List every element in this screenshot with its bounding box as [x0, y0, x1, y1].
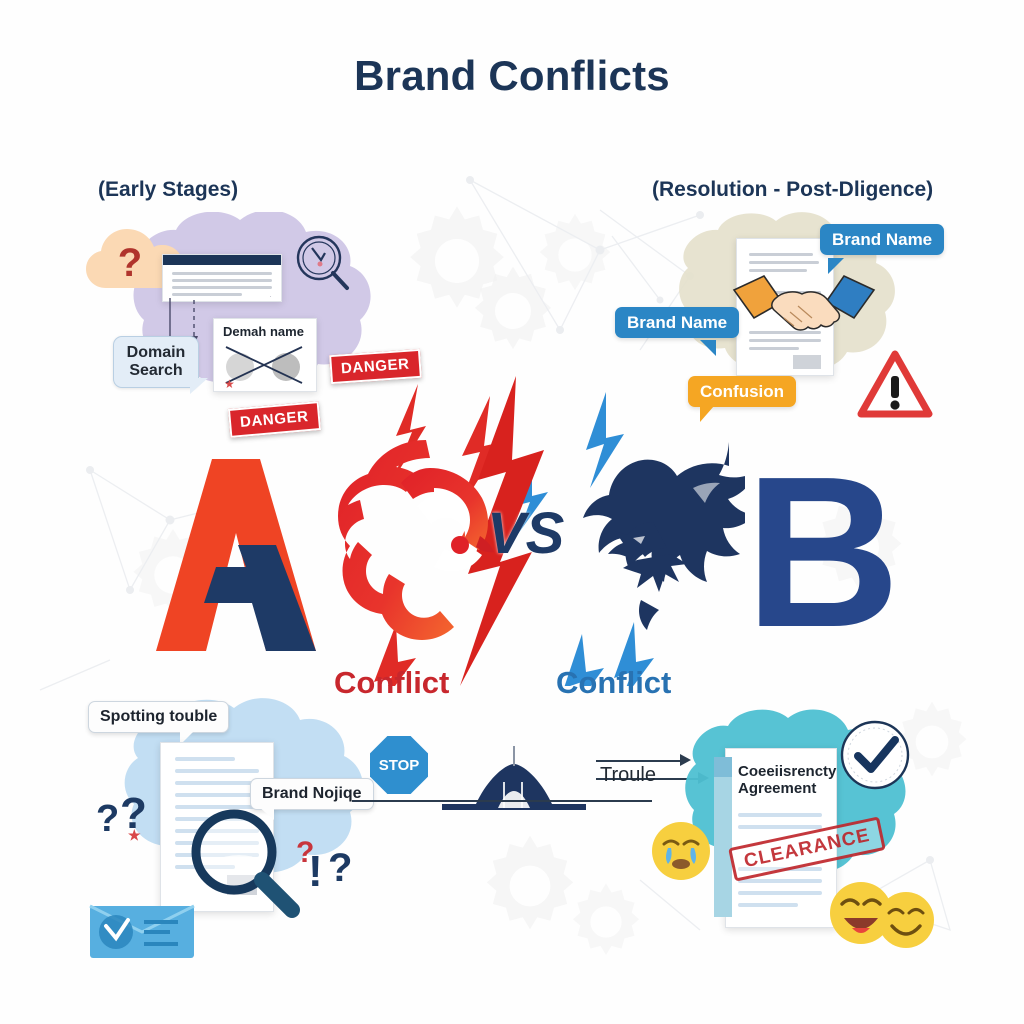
bubble-tail [700, 406, 714, 422]
brand-letter-b: B [745, 431, 900, 672]
grinning-face-emoji [830, 882, 892, 944]
question-mark-icon: ? [328, 846, 353, 890]
svg-text:?: ? [118, 241, 142, 285]
document-icon [162, 254, 282, 302]
section-header-right: (Resolution - Post-Dligence) [652, 178, 934, 201]
page-title: Brand Conflicts [354, 52, 670, 99]
question-mark-icon: ? [96, 798, 120, 840]
bubble-tail [180, 729, 196, 745]
bubble-label: Domain Search [126, 344, 186, 379]
conflict-label-left: Conflict [334, 665, 450, 700]
question-mark-icon: ? [296, 836, 315, 869]
gear-icon [572, 883, 640, 956]
bridge-icon [442, 746, 586, 810]
trouble-label: Troule [600, 764, 656, 786]
arrow-right-icon [680, 754, 691, 766]
eagle-mascot-icon [583, 442, 745, 630]
crying-face-emoji [652, 822, 710, 880]
bubble-tail [258, 806, 274, 820]
bubble-confusion[interactable]: Confusion [688, 376, 797, 408]
arrow-line [596, 778, 700, 780]
gear-icon [474, 266, 552, 350]
bubble-label: Spotting touble [100, 708, 218, 725]
card-title: Demah name [223, 324, 304, 339]
stop-label: STOP [378, 756, 420, 774]
bubble-label: Confusion [700, 382, 785, 401]
bubble-brand-name[interactable]: Brand Name [615, 307, 740, 339]
arrow-line [352, 800, 652, 802]
stop-sign-icon: STOP [370, 736, 428, 794]
gear-icon [410, 206, 504, 308]
handshake-icon [732, 274, 876, 331]
domain-name-card: Demah name ★ [213, 318, 317, 392]
star-icon: ★ [224, 377, 235, 391]
danger-label: DANGER [340, 355, 411, 378]
question-mark-icon: ? [120, 789, 147, 838]
brand-letter-a: A [156, 459, 316, 651]
question-cloud-icon: ? [86, 229, 182, 288]
conflict-label-right: Conflict [556, 665, 672, 700]
agreement-document: Coeeiisrencty Agreement [714, 748, 837, 928]
crossed-out-icon [225, 346, 303, 384]
smiling-face-emoji [878, 892, 934, 948]
document-icon [160, 742, 274, 912]
bubble-spotting-trouble[interactable]: Spotting touble [88, 701, 230, 733]
bubble-label: Brand Nojiqe [262, 785, 362, 802]
bubble-brand-name[interactable]: Brand Name [820, 224, 945, 256]
bubble-brand-notice[interactable]: Brand Nojiqe [250, 778, 374, 810]
lion-mascot-icon [338, 440, 494, 640]
bubble-tail [190, 378, 208, 394]
bubble-tail [700, 340, 716, 356]
star-icon: ★ [128, 827, 141, 843]
vs-label: VS [487, 501, 565, 566]
gear-icon [539, 213, 611, 291]
bubble-domain-search[interactable]: Domain Search [113, 336, 199, 388]
danger-label: DANGER [239, 408, 310, 431]
bubble-label: Brand Name [627, 313, 728, 332]
arrow-line [596, 760, 682, 762]
bubble-label: Brand Name [832, 230, 933, 249]
magnifier-icon [296, 235, 349, 290]
magnifier-icon [191, 809, 300, 918]
check-circle-icon [840, 720, 910, 790]
section-header-left: (Early Stages) [98, 178, 239, 201]
envelope-card-icon[interactable] [88, 898, 196, 960]
warning-triangle-icon [857, 350, 933, 418]
exclamation-icon: ! [308, 847, 323, 896]
agreement-title: Coeeiisrencty Agreement [738, 763, 837, 798]
bubble-tail [828, 258, 844, 274]
gear-icon [486, 835, 574, 930]
